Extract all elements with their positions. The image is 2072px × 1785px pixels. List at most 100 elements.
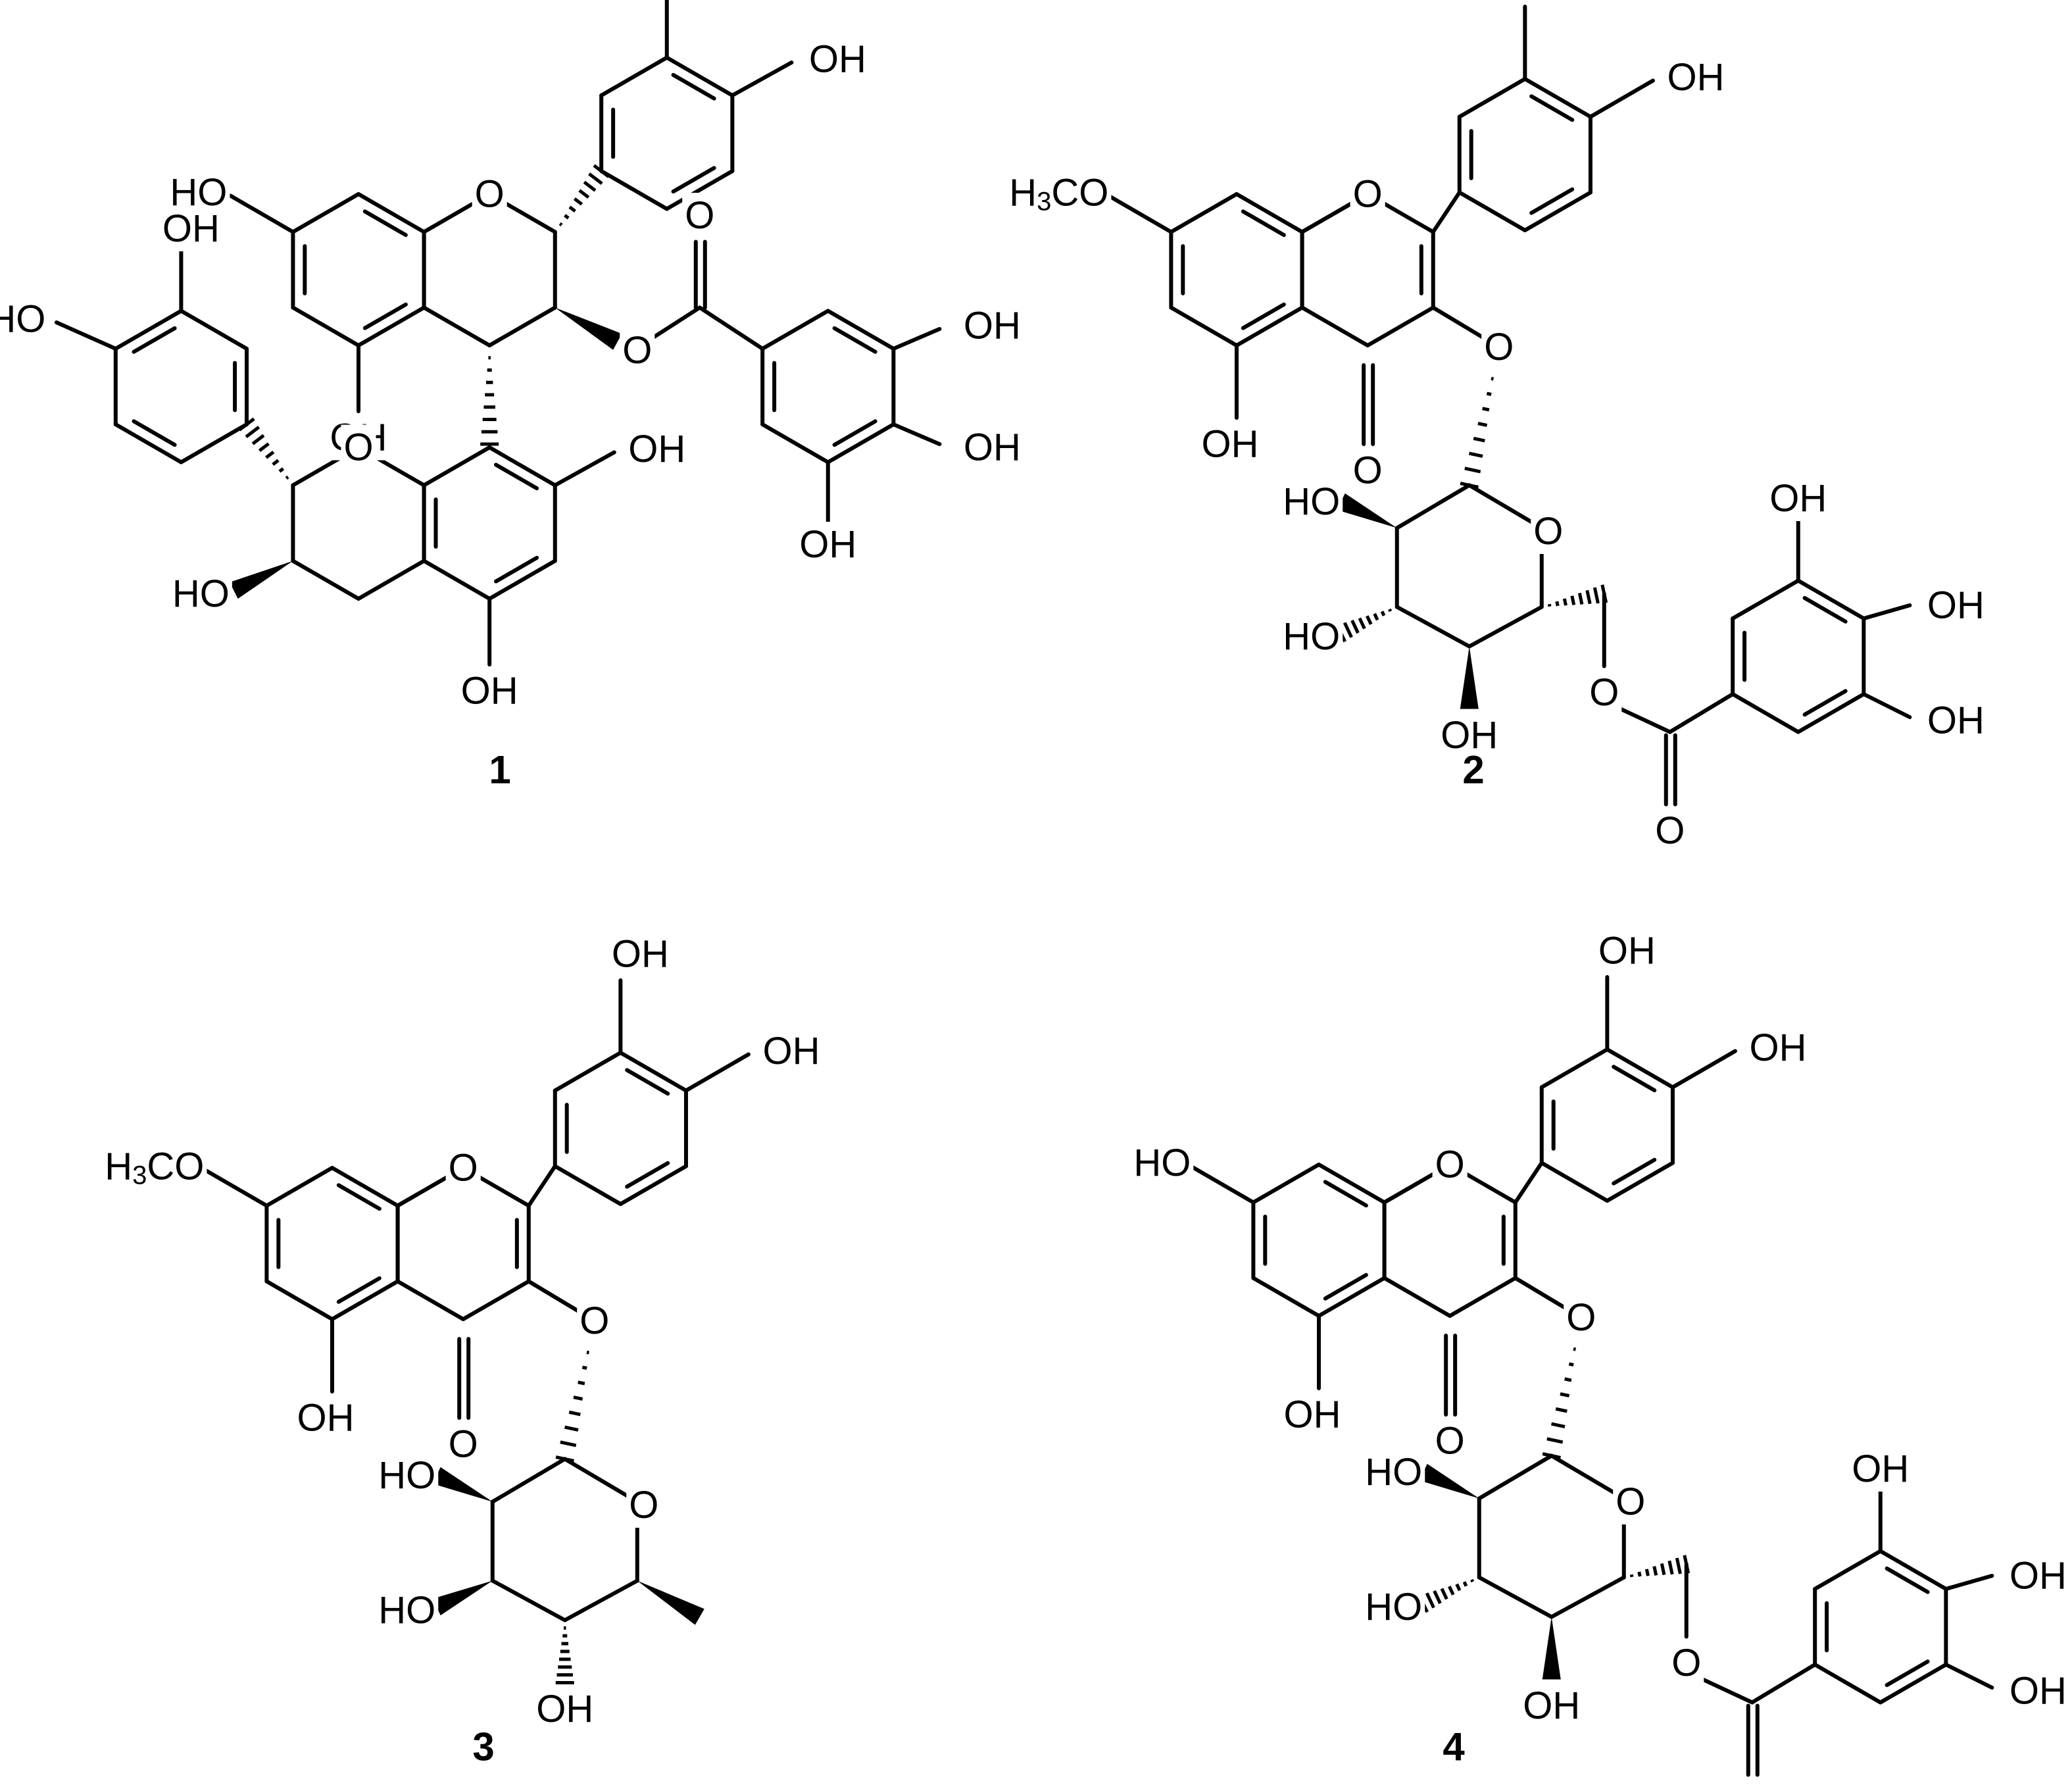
bond	[553, 450, 616, 488]
ring-oxygen: O	[343, 426, 373, 469]
hash-bond	[1380, 611, 1386, 616]
hydroxyl: HO	[1365, 1451, 1422, 1494]
bond	[336, 1276, 382, 1304]
bond	[362, 209, 408, 238]
label-knockout	[1432, 1418, 1468, 1464]
bond	[490, 1578, 567, 1622]
bond	[330, 1279, 400, 1321]
bond	[625, 1161, 670, 1189]
hydroxyl: OH	[2010, 1555, 2067, 1597]
hash-bond	[1473, 436, 1485, 443]
hash-bond	[1560, 1392, 1570, 1397]
bond	[493, 463, 539, 491]
label-knockout	[1198, 421, 1262, 467]
ring-oxygen: O	[629, 1484, 658, 1526]
label-knockout	[1669, 1640, 1704, 1686]
bond	[891, 422, 942, 446]
label-knockout	[620, 328, 655, 373]
bond	[54, 320, 118, 351]
bond	[1169, 305, 1239, 347]
ring-oxygen: O	[475, 173, 505, 216]
label-knockout	[960, 424, 1024, 470]
carbonyl-oxygen: O	[1435, 1420, 1465, 1463]
bond	[1317, 1163, 1387, 1205]
wedge-bond	[555, 307, 622, 350]
hydroxyl: OH	[1202, 423, 1259, 466]
hydroxyl: OH	[297, 1397, 355, 1440]
label-knockout	[960, 303, 1024, 349]
label-knockout	[1131, 1140, 1194, 1186]
bond	[422, 445, 492, 488]
bond	[1300, 305, 1370, 347]
hydroxyl: OH	[1927, 699, 1985, 742]
bond	[336, 1183, 382, 1211]
label-knockout	[458, 668, 521, 714]
hash-bond	[1433, 1590, 1442, 1605]
bond	[526, 1279, 580, 1313]
bond	[760, 309, 830, 351]
bond	[1612, 1065, 1657, 1093]
wedge-bond	[1542, 1617, 1561, 1680]
label-knockout	[102, 1144, 207, 1192]
hydroxyl: OH	[628, 428, 685, 470]
hash-bond	[258, 442, 270, 452]
label-knockout	[760, 1028, 823, 1074]
bond	[357, 192, 426, 234]
bond	[1467, 483, 1544, 530]
bond	[526, 1164, 557, 1208]
bond	[1431, 190, 1462, 234]
bond	[1448, 1276, 1517, 1318]
hash-bond	[1660, 1563, 1666, 1576]
hydroxyl: OH	[1749, 1026, 1806, 1069]
ring-oxygen: O	[1353, 173, 1383, 216]
hash-bond	[1464, 466, 1481, 474]
bond	[1457, 77, 1527, 119]
bond	[1235, 192, 1304, 234]
hash-bond	[1555, 601, 1560, 607]
ester-oxygen: O	[622, 329, 652, 372]
hash-bond	[1629, 1574, 1634, 1578]
ring-oxygen: O	[1533, 510, 1563, 553]
label-knockout	[626, 426, 689, 472]
wedge-bonds	[230, 307, 1561, 1680]
hydroxyl: OH	[1667, 56, 1724, 99]
hash-bond	[573, 197, 583, 206]
bond	[1467, 605, 1544, 649]
hash-bond	[564, 1425, 579, 1432]
hash-bonds	[238, 164, 1690, 1684]
label-knockout	[376, 1453, 439, 1498]
hash-bond	[1486, 391, 1492, 396]
label-knockout	[1513, 0, 1576, 3]
bond	[1588, 78, 1655, 119]
bond	[1106, 193, 1173, 234]
ring-oxygen: O	[1616, 1480, 1645, 1523]
bond	[1513, 1161, 1544, 1205]
carbonyl-oxygen: O	[449, 1423, 478, 1466]
bond	[1251, 1276, 1321, 1318]
label-knockout	[1280, 479, 1343, 524]
bond	[1529, 94, 1575, 122]
hash-bond	[265, 451, 275, 459]
bond	[1605, 1047, 1675, 1090]
hash-bond	[578, 1380, 585, 1386]
label-knockout	[1006, 170, 1112, 218]
bond	[1529, 187, 1575, 215]
label-knockout	[445, 1421, 481, 1467]
hash-bond	[1425, 1592, 1435, 1609]
bond	[683, 1052, 751, 1093]
label-knockout	[1613, 1479, 1648, 1524]
bond	[1431, 305, 1485, 339]
hash-bond	[1350, 619, 1360, 634]
hash-bond	[1440, 1588, 1448, 1600]
hash-bond	[1652, 1566, 1658, 1576]
ring-oxygen: O	[449, 1147, 478, 1190]
compound-number: 2	[1462, 748, 1484, 792]
bond	[1394, 483, 1471, 530]
hydroxyl: HO	[172, 572, 230, 615]
bond	[1382, 1276, 1452, 1318]
bond	[490, 1457, 567, 1504]
bond	[422, 305, 492, 347]
bond	[1944, 1663, 1994, 1690]
label-knockout	[1531, 509, 1566, 554]
label-knockout	[1595, 928, 1658, 974]
